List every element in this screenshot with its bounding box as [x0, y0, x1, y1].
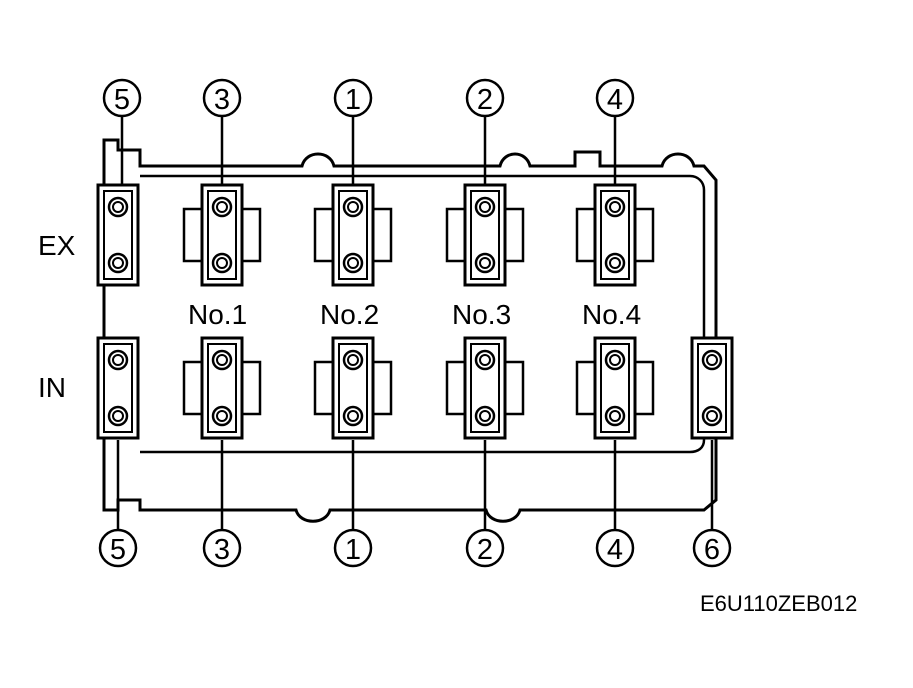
sequence-marker: 5: [102, 78, 142, 118]
journal-label-1: No.1: [188, 299, 247, 330]
bolt: [474, 349, 496, 371]
bolt: [342, 405, 364, 427]
journal-cap: [575, 183, 655, 287]
sequence-number: 3: [214, 84, 230, 116]
sequence-marker: 2: [465, 78, 505, 118]
bolt: [701, 349, 723, 371]
sequence-number: 1: [345, 84, 361, 116]
bolt: [211, 252, 233, 274]
sequence-number: 6: [704, 534, 720, 566]
leader-lines: [116, 112, 714, 530]
sequence-marker: 5: [98, 528, 138, 568]
figure-code: E6U110ZEB012: [700, 591, 857, 616]
cylinder-head-outline: [102, 138, 718, 523]
sequence-marker: 1: [333, 78, 373, 118]
bolt: [604, 349, 626, 371]
sequence-number: 4: [607, 534, 623, 566]
bolt: [701, 405, 723, 427]
bolt: [107, 405, 129, 427]
bearing-caps: [96, 183, 734, 440]
bolt: [604, 252, 626, 274]
journal-cap: [575, 336, 655, 440]
journal-cap: [445, 183, 525, 287]
bolt: [211, 405, 233, 427]
bolt: [107, 349, 129, 371]
sequence-marker: 1: [333, 528, 373, 568]
journal-label-3: No.3: [452, 299, 511, 330]
journal-label-4: No.4: [582, 299, 641, 330]
journal-label-2: No.2: [320, 299, 379, 330]
top-sequence: 5 3 1 2 4: [102, 78, 635, 118]
sequence-marker: 3: [202, 78, 242, 118]
end-cap: [96, 183, 140, 287]
journal-cap: [313, 183, 393, 287]
sequence-marker: 4: [595, 528, 635, 568]
bolt: [604, 196, 626, 218]
journal-cap: [313, 336, 393, 440]
sequence-marker: 6: [692, 528, 732, 568]
bolt: [342, 252, 364, 274]
bottom-sequence: 5 3 1 2 4 6: [98, 528, 732, 568]
sequence-number: 2: [477, 84, 493, 116]
bolt: [342, 196, 364, 218]
sequence-number: 3: [214, 534, 230, 566]
end-cap: [96, 336, 140, 440]
intake-row-label: IN: [38, 372, 66, 403]
sequence-number: 4: [607, 84, 623, 116]
journal-cap: [182, 183, 262, 287]
sequence-number: 5: [110, 534, 126, 566]
bolt: [107, 252, 129, 274]
sequence-number: 1: [345, 534, 361, 566]
end-cap: [690, 336, 734, 440]
sequence-marker: 2: [465, 528, 505, 568]
journal-cap: [182, 336, 262, 440]
sequence-marker: 4: [595, 78, 635, 118]
bolt: [604, 405, 626, 427]
exhaust-row-label: EX: [38, 230, 76, 261]
bolt: [342, 349, 364, 371]
sequence-number: 5: [114, 84, 130, 116]
bolt: [474, 405, 496, 427]
bolt: [107, 196, 129, 218]
sequence-marker: 3: [202, 528, 242, 568]
bolt: [211, 349, 233, 371]
bolt: [211, 196, 233, 218]
sequence-number: 2: [477, 534, 493, 566]
bolt: [474, 196, 496, 218]
bolt: [474, 252, 496, 274]
journal-cap: [445, 336, 525, 440]
